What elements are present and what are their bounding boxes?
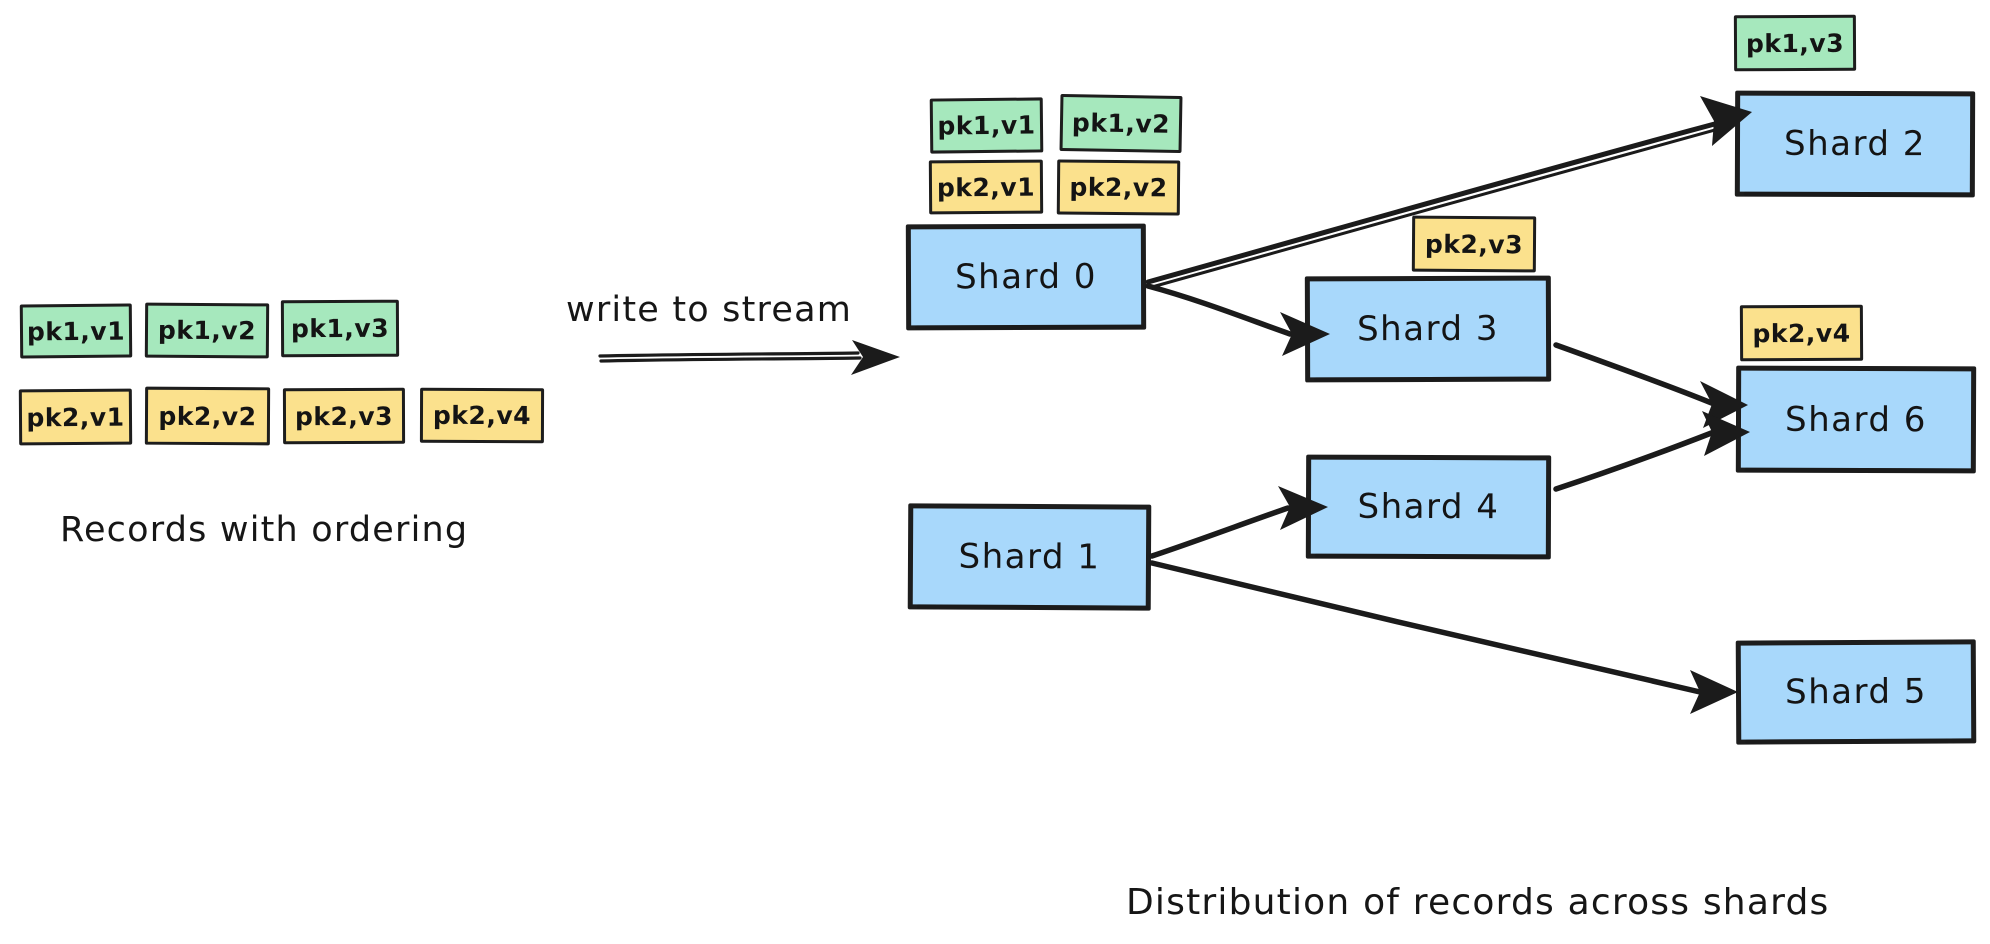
edge-shard1-to-shard5 <box>1149 560 1738 714</box>
record-chip-label: pk1,v3 <box>1745 28 1845 58</box>
record-chip-label: pk1,v2 <box>157 315 257 346</box>
record-chip-label: pk2,v3 <box>294 401 394 431</box>
record-chip-label: pk2,v2 <box>1069 172 1168 203</box>
shard-label: Shard 0 <box>954 256 1098 298</box>
distribution-caption: Distribution of records across shards <box>1126 882 1830 923</box>
shard6-record-pk2-v4: pk2,v4 <box>1739 304 1864 362</box>
shard-label: Shard 2 <box>1783 123 1927 165</box>
shard-box-shard-6[interactable]: Shard 6 <box>1735 365 1977 474</box>
record-chip-label: pk1,v3 <box>290 313 390 344</box>
shard-box-shard-1[interactable]: Shard 1 <box>907 503 1152 611</box>
record-chip-pk2-v1: pk2,v1 <box>18 388 133 446</box>
edge-shard4-to-shard6 <box>1553 411 1750 492</box>
shard0-record-pk2-v1: pk2,v1 <box>928 159 1044 215</box>
record-chip-pk2-v2: pk2,v2 <box>144 386 271 446</box>
record-chip-pk1-v3: pk1,v3 <box>280 299 400 358</box>
shard-box-shard-4[interactable]: Shard 4 <box>1305 454 1552 560</box>
shard-box-shard-5[interactable]: Shard 5 <box>1735 639 1977 745</box>
record-chip-label: pk2,v4 <box>432 400 532 431</box>
shard0-record-pk1-v2: pk1,v2 <box>1059 93 1183 154</box>
record-chip-label: pk2,v1 <box>936 172 1036 202</box>
write-to-stream-label: write to stream <box>566 290 853 330</box>
shard-label: Shard 1 <box>958 536 1101 578</box>
record-chip-label: pk2,v4 <box>1752 318 1851 348</box>
shard-label: Shard 3 <box>1356 308 1500 350</box>
shard3-record-pk2-v3: pk2,v3 <box>1411 215 1537 273</box>
edge-shard1-to-shard4 <box>1149 486 1328 559</box>
record-chip-pk1-v1: pk1,v1 <box>19 303 133 359</box>
record-chip-label: pk1,v1 <box>26 316 126 346</box>
record-chip-label: pk2,v1 <box>26 402 125 432</box>
shard2-record-pk1-v3: pk1,v3 <box>1733 14 1857 72</box>
records-with-ordering-label: Records with ordering <box>60 510 469 550</box>
shard-box-shard-2[interactable]: Shard 2 <box>1734 90 1976 198</box>
shard-label: Shard 6 <box>1784 399 1928 440</box>
shard-box-shard-0[interactable]: Shard 0 <box>905 223 1147 331</box>
record-chip-label: pk2,v2 <box>158 401 257 431</box>
record-chip-pk1-v2: pk1,v2 <box>144 302 270 359</box>
write-to-stream-arrow-icon <box>598 340 900 375</box>
record-chip-pk2-v4: pk2,v4 <box>419 387 545 444</box>
record-chip-label: pk1,v1 <box>937 110 1036 141</box>
record-chip-label: pk2,v3 <box>1424 229 1524 259</box>
shard0-record-pk1-v1: pk1,v1 <box>929 97 1044 154</box>
edge-shard0-to-shard3 <box>1145 283 1330 356</box>
shard-label: Shard 5 <box>1784 671 1928 713</box>
edge-shard3-to-shard6 <box>1553 342 1748 428</box>
record-chip-pk2-v3: pk2,v3 <box>282 387 406 445</box>
record-chip-label: pk1,v2 <box>1071 108 1171 139</box>
shard-box-shard-3[interactable]: Shard 3 <box>1304 275 1552 383</box>
shard0-record-pk2-v2: pk2,v2 <box>1056 159 1181 216</box>
shard-label: Shard 4 <box>1357 486 1500 528</box>
